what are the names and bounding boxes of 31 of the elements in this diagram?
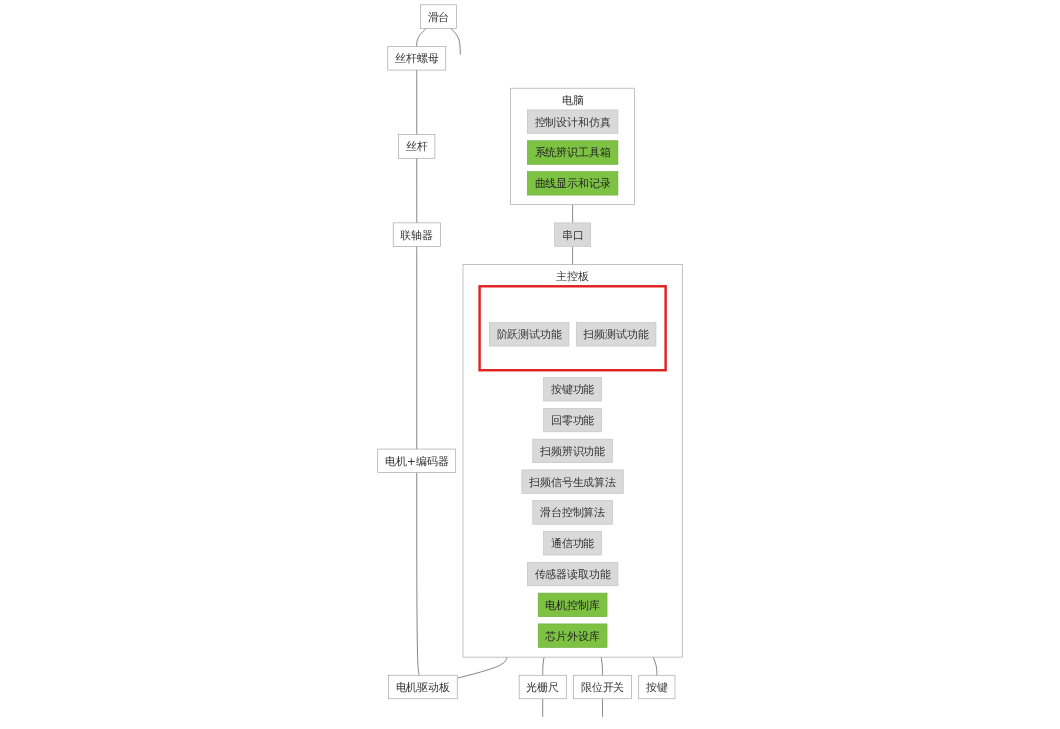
node-box: 扫频信号生成算法 [521, 469, 624, 494]
node-box: 光栅尺 [518, 674, 567, 700]
node-box: 回零功能 [543, 408, 602, 433]
node-box: 按键 [638, 674, 676, 700]
connector [602, 698, 603, 718]
cluster [478, 285, 667, 372]
node-box: 通信功能 [543, 531, 602, 556]
node-box: 芯片外设库 [537, 623, 608, 648]
connector [600, 656, 603, 676]
node-box: 滑台 [420, 4, 457, 29]
node-box: 滑台控制算法 [532, 500, 613, 525]
node-box: 扫频辨识功能 [532, 438, 613, 463]
node-box: 串口 [554, 222, 592, 247]
connector [416, 472, 420, 676]
node-box: 联轴器 [392, 222, 441, 247]
node-box: 按键功能 [543, 377, 602, 402]
node-box: 扫频测试功能 [575, 322, 657, 347]
node-box: 系统辨识工具箱 [527, 140, 619, 165]
node-box: 丝杆 [398, 134, 436, 159]
node-box: 曲线显示和记录 [527, 171, 619, 196]
node-box: 限位开关 [573, 674, 632, 700]
node-box: 电机驱动板 [388, 674, 458, 700]
node-box: 电机控制库 [537, 592, 608, 617]
node-box: 阶跃测试功能 [488, 322, 570, 347]
connector [652, 656, 658, 676]
node-box: 电机+编码器 [377, 448, 457, 473]
connector [542, 656, 545, 676]
connector [456, 656, 508, 679]
node-box: 控制设计和仿真 [527, 109, 619, 134]
node-box: 传感器读取功能 [527, 562, 619, 587]
node-box: 丝杆螺母 [387, 46, 447, 71]
